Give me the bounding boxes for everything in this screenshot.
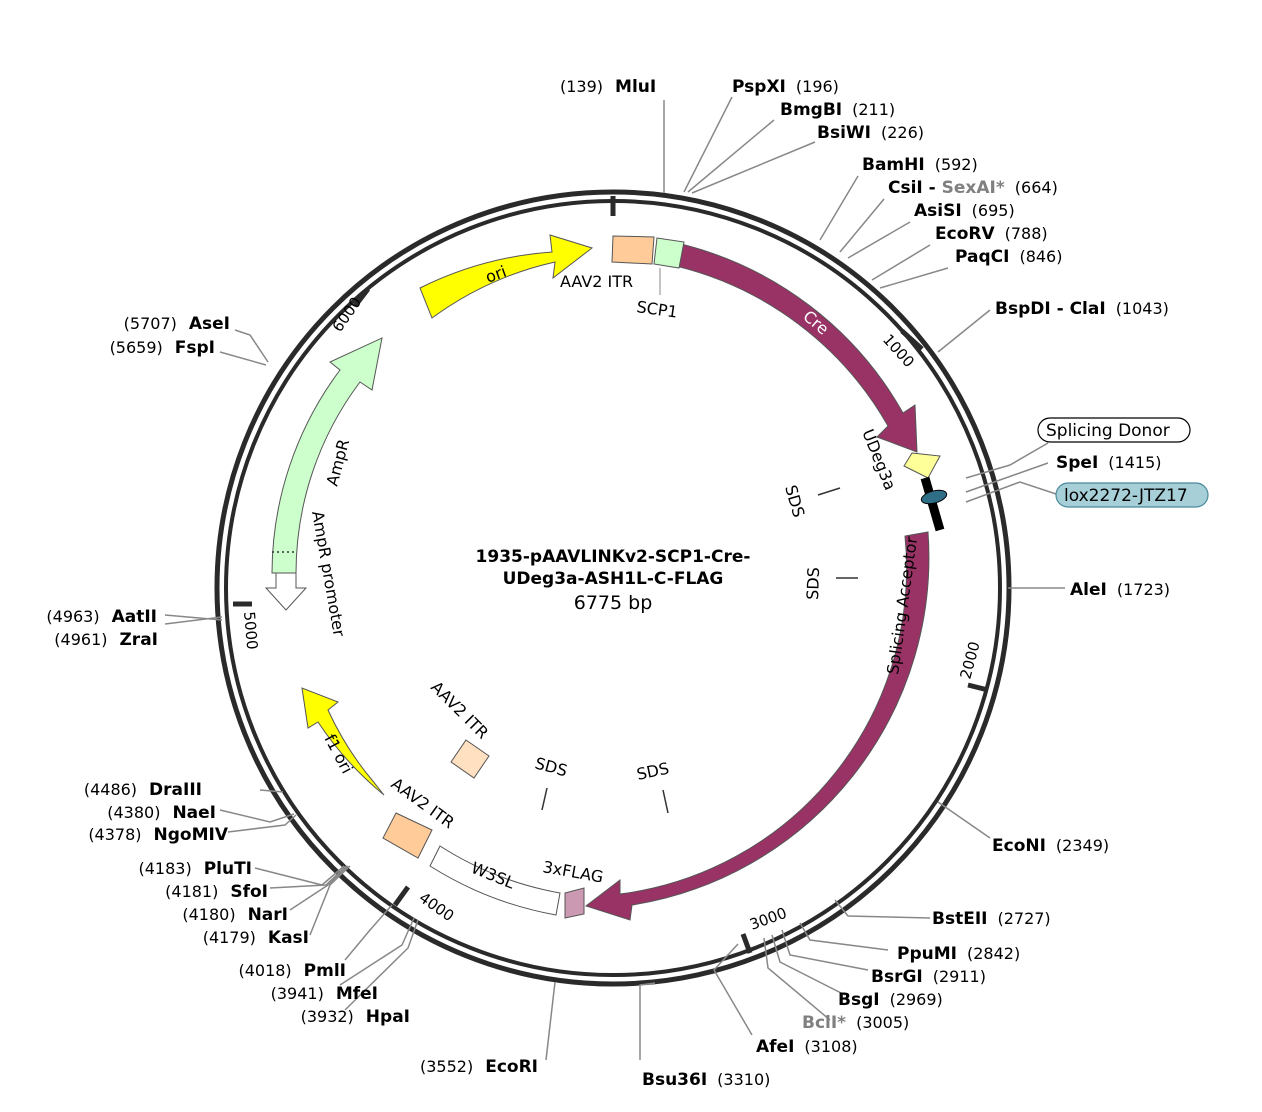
ampr-label: AmpR [323,437,354,488]
site-pmli[interactable]: (4018)PmlI [238,961,346,981]
udeg3a-feature[interactable] [903,452,941,479]
ampr-feature[interactable] [271,337,383,574]
aav2-itr-inner-label: AAV2 ITR [427,677,492,742]
plasmid-name-line1: 1935-pAAVLINKv2-SCP1-Cre- [476,547,751,567]
site-bsiwi[interactable]: BsiWI(226) [817,123,924,143]
site-kasi[interactable]: (4179)KasI [203,928,309,948]
site-sfoi[interactable]: (4181)SfoI [165,882,268,902]
site-mfei[interactable]: (3941)MfeI [271,984,378,1004]
site-zrai[interactable]: (4961)ZraI [54,630,158,650]
three-x-flag-label: 3xFLAG [541,857,605,886]
site-nari[interactable]: (4180)NarI [182,905,288,925]
site-ecori[interactable]: (3552)EcoRI [420,1057,538,1077]
sds-mark-3 [541,787,548,811]
site-bsrgi[interactable]: BsrGI(2911) [871,967,986,987]
ruler-label-5000: 5000 [240,611,261,651]
ruler-tick-2000 [967,682,989,693]
site-aatii[interactable]: (4963)AatII [46,607,157,627]
site-spei[interactable]: SpeI(1415) [1056,453,1161,473]
f1-ori-feature[interactable] [301,687,385,796]
site-bcli[interactable]: BclI*(3005) [802,1013,909,1033]
lox-marker[interactable] [920,488,948,506]
ruler-label-3000: 3000 [747,904,789,934]
plasmid-size: 6775 bp [574,592,653,614]
scp1-feature[interactable] [653,237,685,269]
ruler-label-1000: 1000 [879,331,918,371]
site-csii[interactable]: CsiI - SexAI*(664) [888,178,1058,198]
aav2-itr-bottom-feature[interactable] [382,812,433,859]
aav2-itr-top-label: AAV2 ITR [560,272,633,291]
ruler-tick-3000 [740,933,753,954]
site-bsu36i[interactable]: Bsu36I(3310) [642,1070,770,1090]
site-bmgbi[interactable]: BmgBI(211) [780,100,895,120]
site-mlui[interactable]: (139)MluI [560,77,656,97]
ori-feature[interactable] [419,234,594,319]
site-paqci[interactable]: PaqCI(846) [955,247,1062,267]
site-hpai[interactable]: (3932)HpaI [301,1007,410,1027]
ash1l-feature[interactable] [584,531,930,921]
ruler-tick-4000 [392,885,411,907]
site-afei[interactable]: AfeI(3108) [756,1037,858,1057]
splice-segment [920,476,945,532]
sds-label-4: SDS [635,759,671,784]
site-ecorv[interactable]: EcoRV(788) [935,224,1048,244]
site-bsgi[interactable]: BsgI(2969) [838,990,943,1010]
cre-feature[interactable] [675,243,918,453]
ampr-promoter-label: AmpR promoter [308,509,349,638]
site-leader-lines [164,96,1065,1061]
site-bsteii[interactable]: BstEII(2727) [932,909,1051,929]
site-fspi[interactable]: (5659)FspI [110,338,215,358]
sds-mark-4 [662,789,669,814]
site-ngomiv[interactable]: (4378)NgoMIV [88,825,229,845]
site-econi[interactable]: EcoNI(2349) [992,836,1109,856]
splicing-donor-callout[interactable]: Splicing Donor [1037,417,1191,443]
ruler-label-4000: 4000 [416,889,458,926]
ruler-tick-6000 [353,287,370,308]
site-pluti[interactable]: (4183)PluTI [138,859,252,879]
site-draiii[interactable]: (4486)DraIII [84,780,202,800]
scp1-label: SCP1 [635,297,678,322]
plasmid-name-line2: UDeg3a-ASH1L-C-FLAG [503,569,724,589]
w3sl-feature[interactable] [429,845,561,916]
site-naei[interactable]: (4380)NaeI [107,803,216,823]
ruler-label-2000: 2000 [956,639,983,681]
sds-mark-1 [817,487,841,496]
features: Cre ASH1L 3xFLAG W3SL AAV2 ITR AAV2 ITR … [264,234,948,921]
site-labels: (139)MluI PspXI(196) BmgBI(211) BsiWI(22… [46,77,1170,1090]
sds-label-2: SDS [803,567,823,600]
site-asisi[interactable]: AsiSI(695) [914,201,1015,221]
site-pspxi[interactable]: PspXI(196) [732,77,839,97]
aav2-itr-top-feature[interactable] [611,235,655,265]
site-ppumi[interactable]: PpuMI(2842) [897,944,1020,964]
splicing-donor-label: Splicing Donor [1046,421,1170,441]
lox-callout[interactable]: lox2272-JTZ17 [1055,482,1209,508]
sds-label-3: SDS [533,754,569,781]
site-alei[interactable]: AleI(1723) [1070,580,1170,600]
ruler-tick-1000 [900,329,924,351]
site-asei[interactable]: (5707)AseI [124,314,230,334]
site-bspdi[interactable]: BspDI - ClaI(1043) [995,299,1169,319]
site-bamhi[interactable]: BamHI(592) [862,155,978,175]
aav2-itr-inner-feature[interactable] [450,739,490,779]
sds-label-1: SDS [781,483,808,520]
three-x-flag-feature[interactable] [564,887,585,919]
ampr-promoter-feature[interactable] [264,572,308,611]
lox-label: lox2272-JTZ17 [1064,486,1188,506]
